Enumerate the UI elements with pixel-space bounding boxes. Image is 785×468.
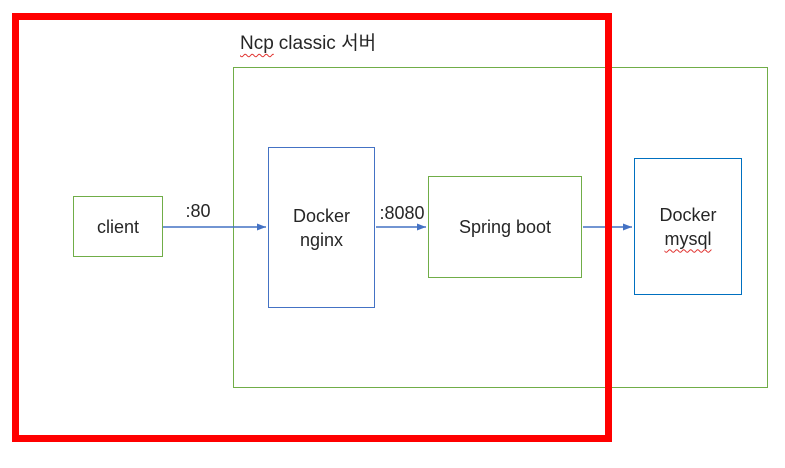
port-label-8080: :8080 bbox=[379, 203, 425, 223]
node-spring-boot-label: Spring boot bbox=[458, 217, 552, 237]
node-client-label: client bbox=[96, 216, 140, 237]
node-docker-mysql-line1: Docker bbox=[659, 204, 717, 225]
node-docker-mysql: Docker mysql bbox=[634, 158, 742, 295]
node-docker-mysql-line2: mysql bbox=[664, 228, 712, 249]
node-docker-nginx-line1: Docker bbox=[292, 205, 350, 226]
node-spring-boot: Spring boot bbox=[428, 176, 582, 278]
node-docker-nginx-line2: nginx bbox=[299, 229, 344, 250]
title-rest: classic 서버 bbox=[278, 33, 377, 54]
node-client: client bbox=[73, 196, 163, 257]
node-docker-nginx: Docker nginx bbox=[268, 147, 375, 308]
title-word-ncp: Ncp bbox=[240, 33, 274, 54]
port-label-80: :80 bbox=[185, 201, 211, 221]
